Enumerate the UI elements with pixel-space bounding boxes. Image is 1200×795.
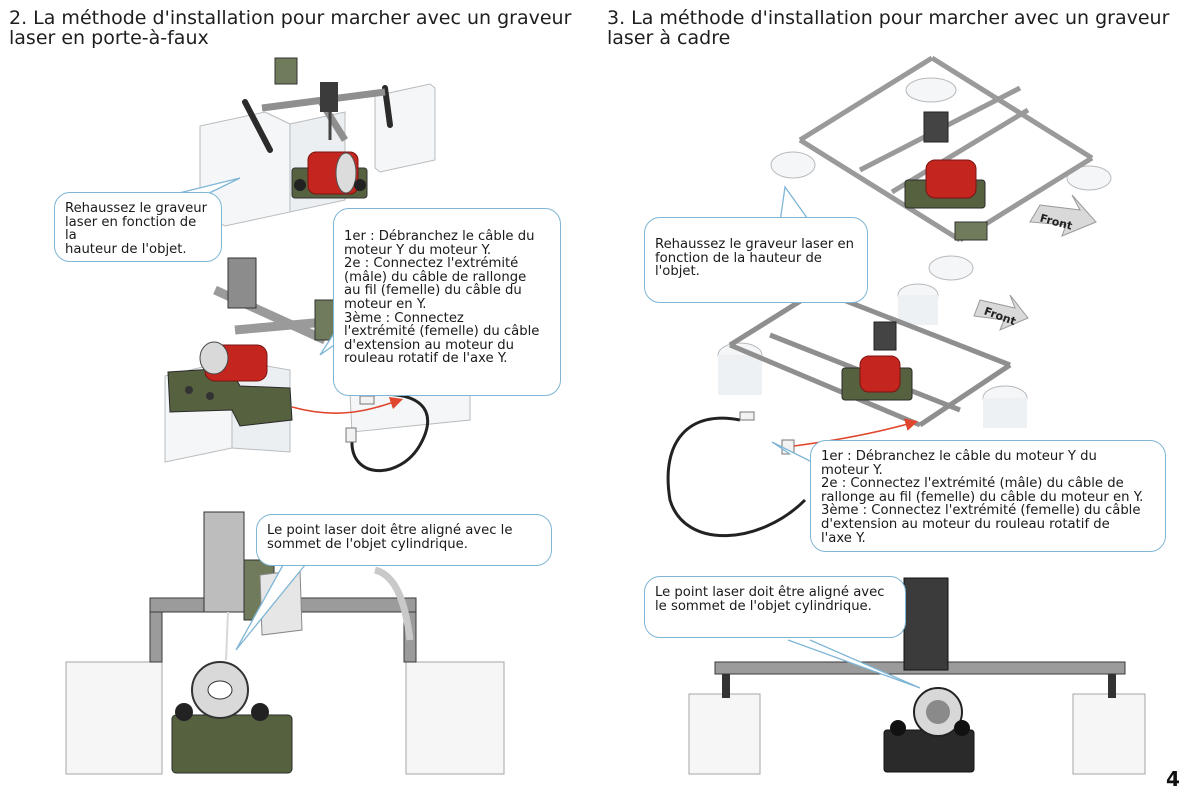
callout-laser-align-right: Le point laser doit être aligné avec le … [644,576,906,638]
frame-front-view-illustration [688,577,1146,775]
callout-raise-engraver-left: Rehaussez le graveur laser en fonction d… [54,192,222,262]
cantilever-engraver-wiring-illustration [164,257,471,473]
callout-laser-align-left: Le point laser doit être aligné avec le … [256,514,552,566]
page-number: 4 [1166,767,1180,791]
callout-raise-engraver-right: Rehaussez le graveur laser en fonction d… [644,217,868,303]
cantilever-engraver-raised-illustration [199,57,436,227]
frame-engraver-raised-illustration: Front [770,55,1112,281]
callout-wiring-steps-right: 1er : Débranchez le câble du moteur Y du… [810,440,1166,552]
section-2-heading: 2. La méthode d'installation pour marche… [9,7,572,49]
callout-wiring-steps-left: 1er : Débranchez le câble du moteur Y du… [333,208,561,396]
frame-engraver-wiring-illustration: Front [666,283,1029,538]
section-3-heading: 3. La méthode d'installation pour marche… [607,7,1170,49]
cantilever-front-view-illustration [65,511,505,775]
